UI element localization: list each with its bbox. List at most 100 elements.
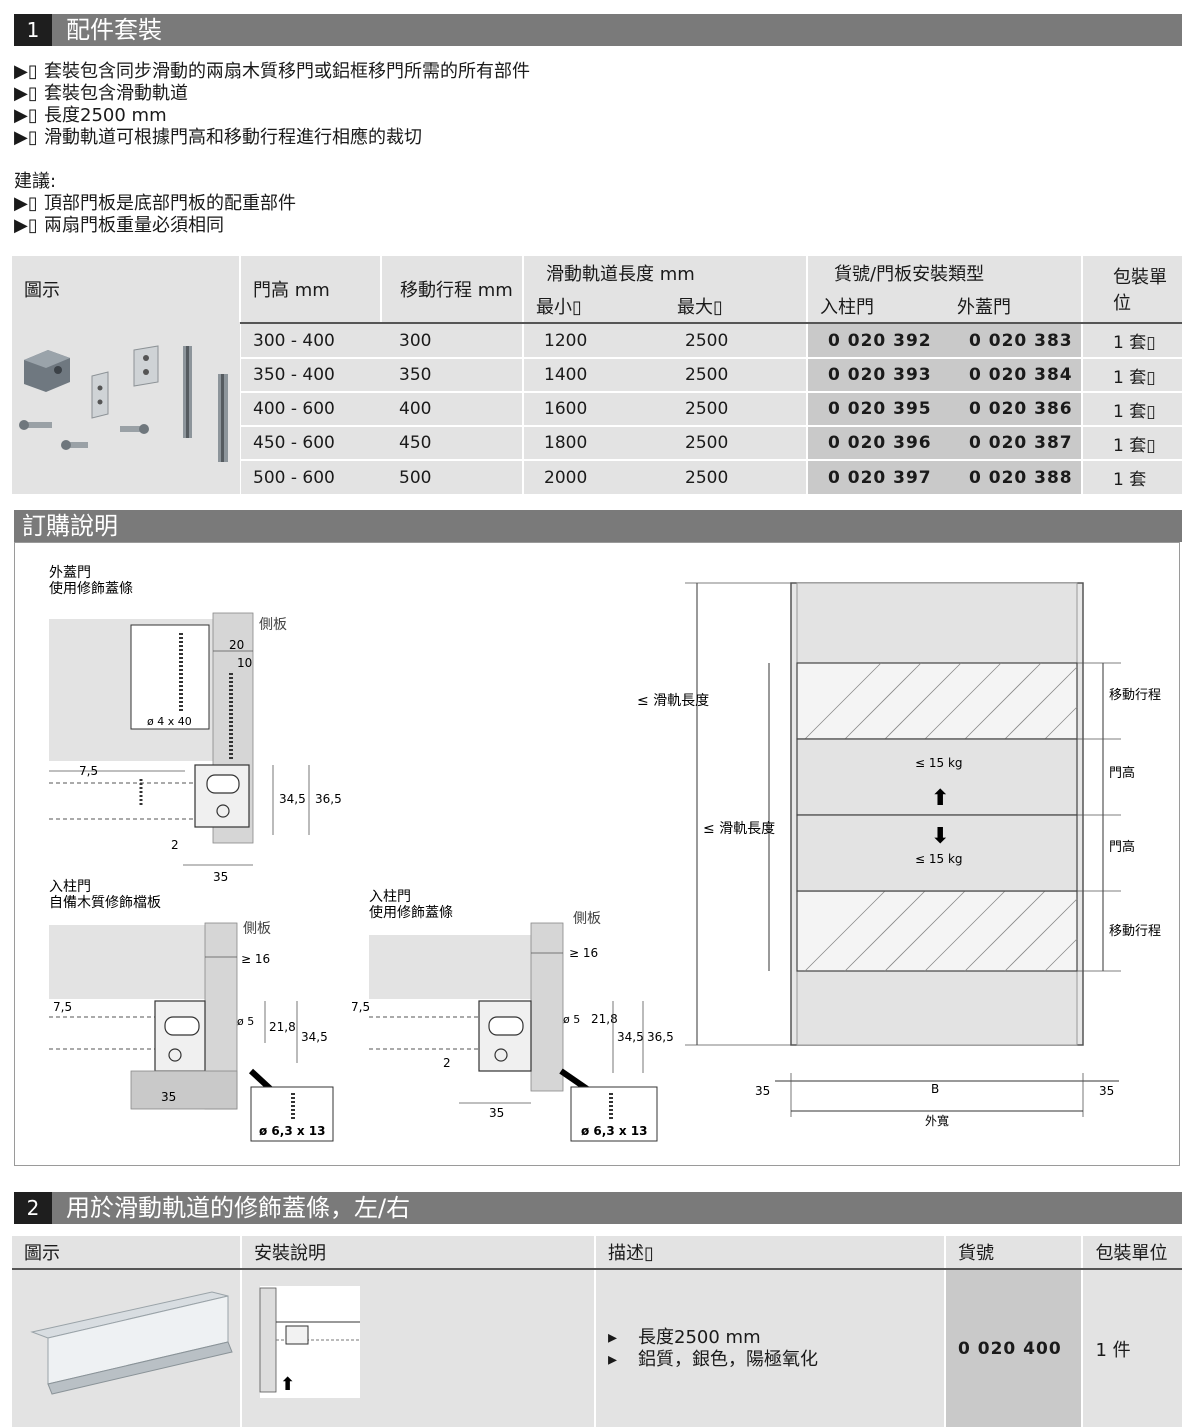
- cabinet-drawing: ≤ 15 kg ⬆ ⬇ ≤ 15 kg ≤ 滑軌長度 ≤ 滑軌長度 移動行程 門…: [637, 582, 1161, 1128]
- arrow-down-icon: ⬇: [931, 824, 949, 849]
- col-header-part: 貨號: [944, 1236, 1083, 1268]
- install-image-cell: ⬆: [240, 1270, 595, 1427]
- svg-text:ø 6,3 x 13: ø 6,3 x 13: [259, 1124, 325, 1138]
- svg-text:21,8: 21,8: [591, 1012, 618, 1026]
- cell-overlay: 0 020 384: [945, 358, 1082, 392]
- cell-door-height: 400 - 600: [239, 392, 381, 426]
- bullet-marker: ▶▯: [14, 127, 38, 148]
- svg-text:35: 35: [1099, 1084, 1114, 1098]
- svg-text:使用修飾蓋條: 使用修飾蓋條: [369, 904, 453, 921]
- trim-strip-table: 圖示 安裝說明 描述▯ 貨號 包裝單位 ⬆ ▸長度2500 mm: [12, 1236, 1182, 1427]
- cell-overlay: 0 020 387: [945, 426, 1082, 460]
- svg-text:34,5: 34,5: [301, 1030, 328, 1044]
- svg-text:≤ 15 kg: ≤ 15 kg: [915, 756, 963, 770]
- bullet-marker: ▸: [608, 1348, 618, 1370]
- drawing-title: 外蓋門: [49, 565, 91, 581]
- col-header-image: 圖示: [12, 256, 240, 322]
- svg-text:側板: 側板: [243, 921, 271, 937]
- cell-min: 1600: [522, 392, 665, 426]
- svg-text:≤ 15 kg: ≤ 15 kg: [915, 852, 963, 866]
- svg-text:35: 35: [489, 1106, 504, 1120]
- cell-overlay: 0 020 388: [945, 460, 1082, 494]
- svg-text:門高: 門高: [1109, 839, 1135, 855]
- col-header-image: 圖示: [12, 1236, 241, 1268]
- cell-pack: 1 套: [1081, 460, 1182, 494]
- col-header-overlay: 外蓋門: [945, 290, 1082, 322]
- cell-door-height: 450 - 600: [239, 426, 381, 460]
- svg-text:外寬: 外寬: [925, 1113, 949, 1128]
- cell-pack: 1 套▯: [1081, 426, 1182, 460]
- install-diagram: ⬆: [259, 1286, 360, 1398]
- cell-min: 1800: [522, 426, 665, 460]
- svg-text:7,5: 7,5: [79, 764, 98, 778]
- svg-text:7,5: 7,5: [53, 1000, 72, 1014]
- technical-drawing: 外蓋門 使用修飾蓋條 ø 4 x 40 側板 20 10 7,5 34,5 36…: [49, 565, 1161, 1142]
- advice-list: 建議: ▶▯頂部門板是底部門板的配重部件 ▶▯兩扇門板重量必須相同: [14, 171, 296, 237]
- drawing-subtitle: 使用修飾蓋條: [49, 580, 133, 597]
- col-header-pack: 包裝單位: [1081, 256, 1182, 322]
- svg-text:門高: 門高: [1109, 765, 1135, 781]
- col-header-rail-length: 滑動軌道長度 mm: [522, 256, 807, 290]
- section2-number: 2: [14, 1192, 52, 1224]
- cell-min: 1200: [522, 324, 665, 358]
- col-header-travel: 移動行程 mm: [380, 256, 523, 322]
- screw-icon: [19, 420, 149, 450]
- svg-text:2: 2: [171, 838, 179, 852]
- col-header-inset: 入柱門: [806, 290, 945, 322]
- col-header-pack: 包裝單位: [1081, 1236, 1182, 1268]
- cell-inset: 0 020 396: [806, 426, 945, 460]
- svg-text:ø 4 x 40: ø 4 x 40: [147, 715, 192, 728]
- pack-unit: 1 件: [1081, 1270, 1182, 1427]
- svg-text:B: B: [931, 1082, 939, 1096]
- section1-number: 1: [14, 14, 52, 46]
- svg-text:21,8: 21,8: [269, 1020, 296, 1034]
- bullet-marker: ▶▯: [14, 215, 38, 236]
- cell-travel: 400: [381, 392, 523, 426]
- cell-min: 2000: [522, 460, 665, 494]
- svg-text:35: 35: [161, 1090, 176, 1104]
- cell-max: 2500: [665, 426, 807, 460]
- svg-text:≤ 滑軌長度: ≤ 滑軌長度: [703, 820, 775, 837]
- col-header-install: 安裝說明: [240, 1236, 595, 1268]
- col-header-rail-min: 最小▯: [522, 290, 665, 322]
- svg-text:2: 2: [443, 1056, 451, 1070]
- svg-text:20: 20: [229, 638, 244, 652]
- svg-text:35: 35: [755, 1084, 770, 1098]
- col-header-part-no: 貨號/門板安裝類型: [806, 256, 1082, 290]
- cell-door-height: 500 - 600: [239, 460, 381, 494]
- svg-text:≥ 16: ≥ 16: [569, 946, 598, 960]
- section1-title: 配件套裝: [66, 16, 162, 44]
- svg-text:移動行程: 移動行程: [1109, 924, 1161, 939]
- ordering-title: 訂購說明: [22, 512, 118, 540]
- svg-text:≤ 滑軌長度: ≤ 滑軌長度: [637, 692, 709, 709]
- cell-inset: 0 020 392: [806, 324, 945, 358]
- svg-text:ø 5: ø 5: [563, 1013, 580, 1026]
- cell-door-height: 300 - 400: [239, 324, 381, 358]
- arrow-up-icon: ⬆: [931, 786, 949, 811]
- section1-header: 1 配件套裝: [14, 14, 1182, 46]
- cell-inset: 0 020 395: [806, 392, 945, 426]
- cell-travel: 350: [381, 358, 523, 392]
- svg-text:10: 10: [237, 656, 252, 670]
- cell-overlay: 0 020 386: [945, 392, 1082, 426]
- cell-max: 2500: [665, 392, 807, 426]
- svg-text:側板: 側板: [259, 617, 287, 633]
- col-header-desc: 描述▯: [593, 1236, 946, 1268]
- bullet-marker: ▶▯: [14, 105, 38, 126]
- section2-title: 用於滑動軌道的修飾蓋條，左/右: [66, 1194, 411, 1222]
- inset-door-wood-drawing: 入柱門 自備木質修飾檔板 側板 ≥ 16 7,5 35 ø 5 21,8 34,…: [49, 879, 334, 1142]
- list-item: ▶▯頂部門板是底部門板的配重部件: [14, 193, 296, 214]
- svg-text:入柱門: 入柱門: [369, 889, 411, 905]
- ordering-header: 訂購說明: [14, 510, 1182, 542]
- bracket-icon: [91, 345, 159, 419]
- cell-travel: 450: [381, 426, 523, 460]
- cell-inset: 0 020 393: [806, 358, 945, 392]
- svg-text:7,5: 7,5: [351, 1000, 370, 1014]
- col-header-rail-max: 最大▯: [665, 290, 807, 322]
- feature-list: ▶▯套裝包含同步滑動的兩扇木質移門或鋁框移門所需的所有部件 ▶▯套裝包含滑動軌道…: [14, 61, 530, 149]
- cell-pack: 1 套▯: [1081, 324, 1182, 358]
- list-item: ▶▯套裝包含滑動軌道: [14, 83, 188, 104]
- svg-text:ø 5: ø 5: [237, 1015, 254, 1028]
